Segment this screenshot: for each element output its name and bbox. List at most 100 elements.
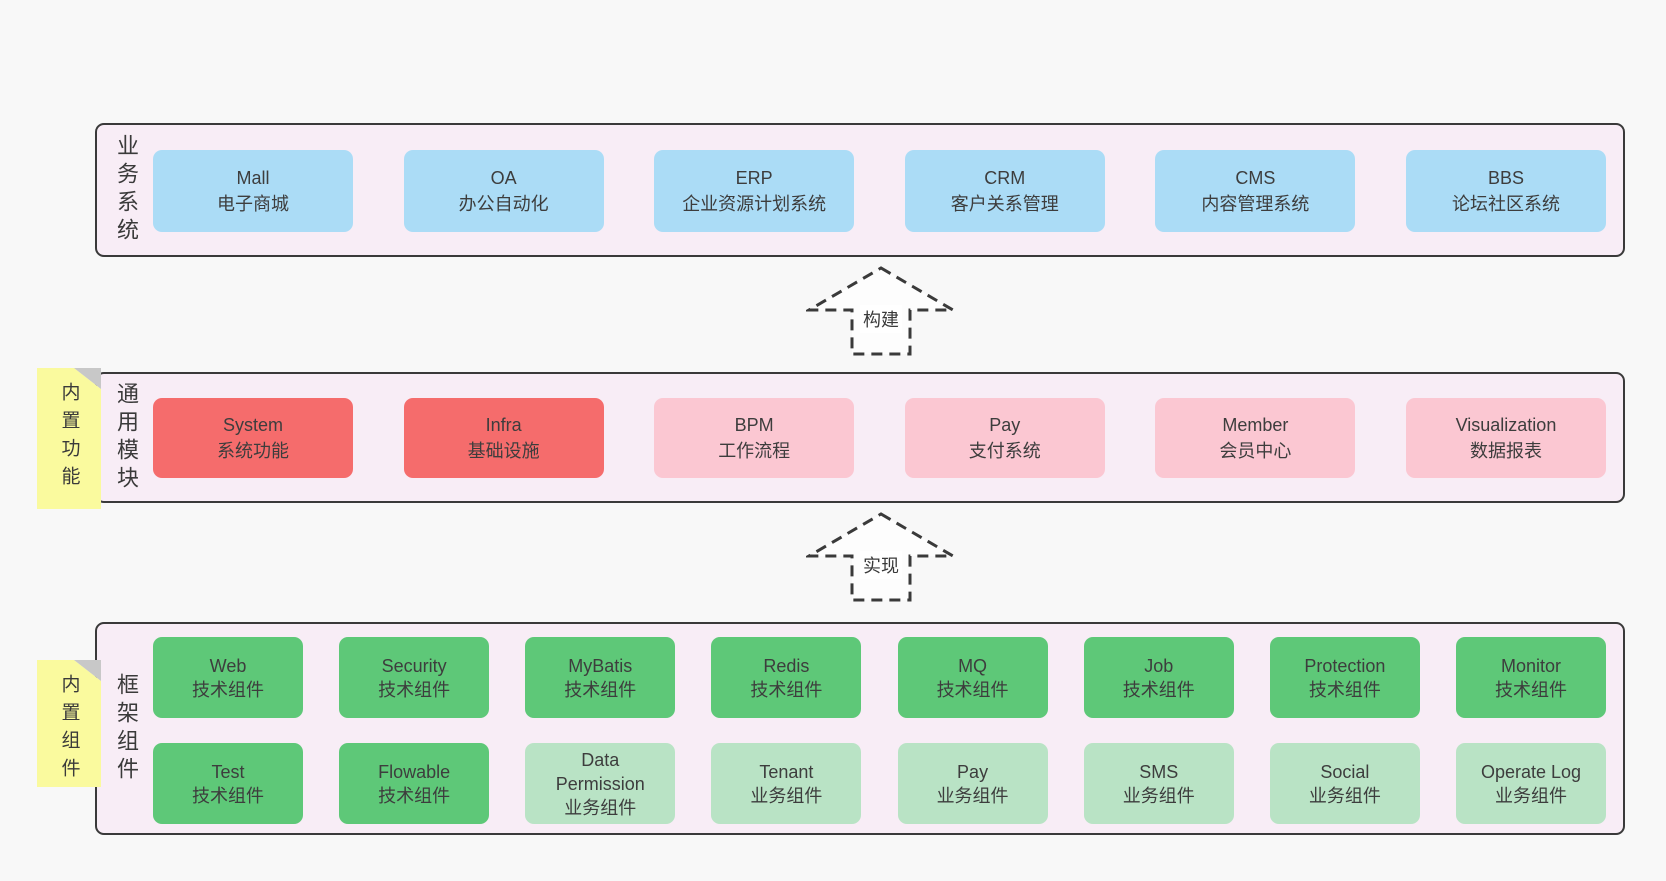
box-desc: 技术组件 xyxy=(192,785,264,806)
sticky-paper xyxy=(37,660,101,787)
component-box-data-permission: Data Permission 业务组件 xyxy=(525,743,676,824)
box-desc: 技术组件 xyxy=(750,679,823,700)
box-desc: 业务组件 xyxy=(1494,785,1567,806)
component-box-sms: SMS 业务组件 xyxy=(1083,743,1234,824)
box-desc: 技术组件 xyxy=(936,679,1009,700)
box-name: BBS xyxy=(1487,168,1524,188)
box-desc: 技术组件 xyxy=(1122,679,1195,700)
box-desc: 系统功能 xyxy=(217,441,289,461)
box-desc: 内容管理系统 xyxy=(1201,194,1310,214)
box-name: Data Permission xyxy=(555,749,645,794)
box-desc: 办公自动化 xyxy=(458,194,549,214)
box-desc: 基础设施 xyxy=(467,441,540,461)
business-box-oa: OA 办公自动化 xyxy=(403,150,604,232)
box-name: BPM xyxy=(734,415,774,435)
business-box-erp: ERP 企业资源计划系统 xyxy=(654,150,855,232)
section-common-modules: 通用模块 System 系统功能 Infra 基础设施 BPM 工作流程 Pay… xyxy=(95,372,1625,503)
component-box-mybatis: MyBatis 技术组件 xyxy=(525,637,676,718)
box-name: CRM xyxy=(984,168,1026,188)
box-name: Redis xyxy=(763,655,810,676)
module-box-system: System 系统功能 xyxy=(153,398,353,478)
component-box-web: Web 技术组件 xyxy=(153,637,303,718)
component-box-mq: MQ 技术组件 xyxy=(897,637,1048,718)
box-desc: 工作流程 xyxy=(718,441,791,461)
component-box-social: Social 业务组件 xyxy=(1269,743,1420,824)
box-name: ERP xyxy=(735,168,773,188)
business-box-cms: CMS 内容管理系统 xyxy=(1155,150,1356,232)
box-name: Social xyxy=(1320,761,1370,782)
business-box-mall: Mall 电子商城 xyxy=(153,150,353,232)
box-desc: 支付系统 xyxy=(968,441,1041,461)
box-desc: 业务组件 xyxy=(750,785,823,806)
component-box-pay: Pay 业务组件 xyxy=(897,743,1048,824)
box-desc: 技术组件 xyxy=(378,679,451,700)
arrow-build: 构建 xyxy=(806,265,956,357)
box-name: Pay xyxy=(957,761,989,782)
framework-components-row-1: Web 技术组件 Security 技术组件 MyBatis 技术组件 Redi… xyxy=(153,637,1606,718)
box-name: Job xyxy=(1144,655,1174,676)
box-name: MyBatis xyxy=(568,655,633,676)
component-box-monitor: Monitor 技术组件 xyxy=(1455,637,1606,718)
module-box-member: Member 会员中心 xyxy=(1155,398,1356,478)
box-name: Security xyxy=(381,655,447,676)
box-name: Tenant xyxy=(759,761,814,782)
box-name: Pay xyxy=(989,415,1021,435)
component-box-tenant: Tenant 业务组件 xyxy=(711,743,862,824)
box-desc: 技术组件 xyxy=(1494,679,1567,700)
module-box-pay: Pay 支付系统 xyxy=(904,398,1105,478)
box-name: CMS xyxy=(1235,168,1276,188)
component-box-security: Security 技术组件 xyxy=(339,637,490,718)
box-name: Flowable xyxy=(378,761,451,782)
box-desc: 电子商城 xyxy=(217,194,289,214)
framework-components-row-2: Test 技术组件 Flowable 技术组件 Data Permission … xyxy=(153,743,1606,824)
sticky-note-builtin-components: 内置组件 xyxy=(37,660,101,787)
box-name: Visualization xyxy=(1455,415,1557,435)
box-desc: 论坛社区系统 xyxy=(1451,194,1560,214)
box-desc: 企业资源计划系统 xyxy=(682,194,827,214)
box-desc: 技术组件 xyxy=(192,679,264,700)
box-desc: 业务组件 xyxy=(564,797,637,818)
section-modules-label: 通用模块 xyxy=(114,381,139,494)
module-box-bpm: BPM 工作流程 xyxy=(654,398,855,478)
box-name: Infra xyxy=(485,415,522,435)
box-desc: 业务组件 xyxy=(936,785,1009,806)
box-name: Monitor xyxy=(1500,655,1561,676)
component-box-protection: Protection 技术组件 xyxy=(1269,637,1420,718)
section-framework-components: 框架组件 Web 技术组件 Security 技术组件 MyBatis 技术组件… xyxy=(95,622,1625,835)
arrow-implement-label: 实现 xyxy=(860,551,902,579)
common-modules-row: System 系统功能 Infra 基础设施 BPM 工作流程 Pay 支付系统… xyxy=(153,398,1606,478)
section-framework-label: 框架组件 xyxy=(114,672,139,785)
module-box-infra: Infra 基础设施 xyxy=(403,398,604,478)
box-name: Mall xyxy=(236,168,270,188)
component-box-redis: Redis 技术组件 xyxy=(711,637,862,718)
section-business-label: 业务系统 xyxy=(114,134,139,246)
section-business-systems: 业务系统 Mall 电子商城 OA 办公自动化 ERP 企业资源计划系统 CRM… xyxy=(95,123,1625,257)
box-desc: 技术组件 xyxy=(1308,679,1381,700)
box-name: MQ xyxy=(958,655,988,676)
business-box-bbs: BBS 论坛社区系统 xyxy=(1405,150,1606,232)
box-name: Web xyxy=(209,655,247,676)
box-name: Operate Log xyxy=(1480,761,1582,782)
component-box-test: Test 技术组件 xyxy=(153,743,303,824)
component-box-flowable: Flowable 技术组件 xyxy=(339,743,490,824)
box-name: Test xyxy=(211,761,245,782)
component-box-operate-log: Operate Log 业务组件 xyxy=(1455,743,1606,824)
sticky-text: 内置组件 xyxy=(58,674,80,786)
box-desc: 会员中心 xyxy=(1219,441,1292,461)
box-desc: 数据报表 xyxy=(1469,441,1542,461)
business-box-crm: CRM 客户关系管理 xyxy=(904,150,1105,232)
arrow-implement: 实现 xyxy=(806,511,956,603)
box-name: Member xyxy=(1222,415,1289,435)
box-desc: 技术组件 xyxy=(378,785,451,806)
arrow-build-label: 构建 xyxy=(860,305,902,333)
business-systems-row: Mall 电子商城 OA 办公自动化 ERP 企业资源计划系统 CRM 客户关系… xyxy=(153,150,1606,232)
sticky-paper xyxy=(37,368,101,509)
box-desc: 客户关系管理 xyxy=(950,194,1059,214)
sticky-text: 内置功能 xyxy=(58,382,80,494)
box-desc: 技术组件 xyxy=(564,679,637,700)
box-name: SMS xyxy=(1139,761,1179,782)
box-desc: 业务组件 xyxy=(1308,785,1381,806)
box-desc: 业务组件 xyxy=(1122,785,1195,806)
module-box-visualization: Visualization 数据报表 xyxy=(1405,398,1606,478)
